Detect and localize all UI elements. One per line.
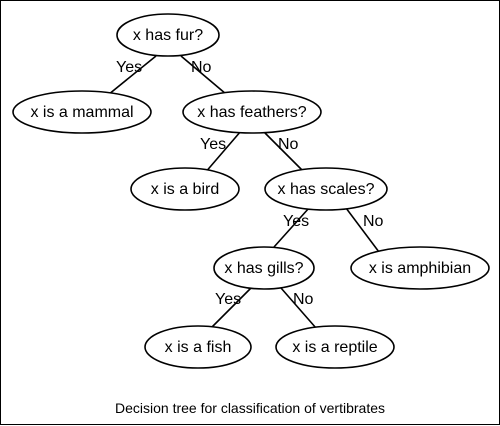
node-bird: x is a bird bbox=[130, 167, 240, 211]
node-fish: x is a fish bbox=[144, 325, 252, 369]
node-has-fur-label: x has fur? bbox=[133, 27, 203, 44]
diagram-caption: Decision tree for classification of vert… bbox=[115, 400, 385, 416]
edge-label-fur-yes: Yes bbox=[116, 59, 142, 76]
edge-scales-amphibian bbox=[345, 207, 380, 253]
node-mammal: x is a mammal bbox=[12, 90, 152, 134]
edge-feathers-scales bbox=[262, 130, 307, 175]
edge-gills-fish bbox=[210, 287, 252, 329]
edge-label-scales-no: No bbox=[363, 213, 384, 230]
edge-label-feathers-no: No bbox=[278, 136, 299, 153]
node-reptile-label: x is a reptile bbox=[292, 339, 377, 356]
edge-label-fur-no: No bbox=[191, 59, 212, 76]
node-has-scales-label: x has scales? bbox=[278, 181, 375, 198]
edge-fur-mammal bbox=[102, 55, 157, 100]
edge-label-feathers-yes: Yes bbox=[200, 136, 226, 153]
node-has-feathers-label: x has feathers? bbox=[197, 104, 307, 121]
node-fish-label: x is a fish bbox=[165, 339, 232, 356]
edge-label-gills-yes: Yes bbox=[215, 291, 241, 308]
node-has-feathers: x has feathers? bbox=[182, 90, 322, 134]
edge-scales-gills bbox=[273, 207, 310, 248]
node-reptile: x is a reptile bbox=[275, 325, 395, 369]
node-mammal-label: x is a mammal bbox=[30, 104, 133, 121]
edge-feathers-bird bbox=[203, 130, 242, 175]
node-has-gills: x has gills? bbox=[213, 246, 315, 290]
edge-fur-feathers bbox=[180, 55, 227, 95]
edge-label-scales-yes: Yes bbox=[283, 213, 309, 230]
edge-gills-reptile bbox=[280, 287, 317, 329]
node-has-gills-label: x has gills? bbox=[224, 260, 303, 277]
node-amphibian-label: x is amphibian bbox=[369, 260, 471, 277]
node-has-scales: x has scales? bbox=[264, 167, 388, 211]
node-amphibian: x is amphibian bbox=[350, 246, 490, 290]
node-has-fur: x has fur? bbox=[116, 13, 220, 57]
node-bird-label: x is a bird bbox=[151, 181, 219, 198]
edge-label-gills-no: No bbox=[293, 291, 314, 308]
